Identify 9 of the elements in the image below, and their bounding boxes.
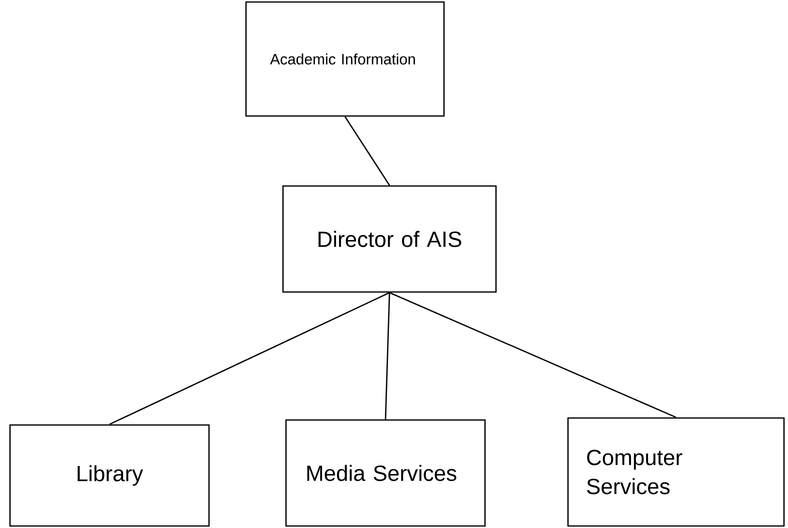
connector-line [344,116,390,186]
org-box: Computer Services [567,417,785,527]
org-box: Director of AIS [282,185,497,293]
connector-line [109,292,390,425]
org-box: Media Services [285,419,486,527]
connector-line [389,292,676,418]
connector-line [384,292,390,420]
org-box: Academic Information [245,1,445,117]
org-box: Library [9,424,210,527]
